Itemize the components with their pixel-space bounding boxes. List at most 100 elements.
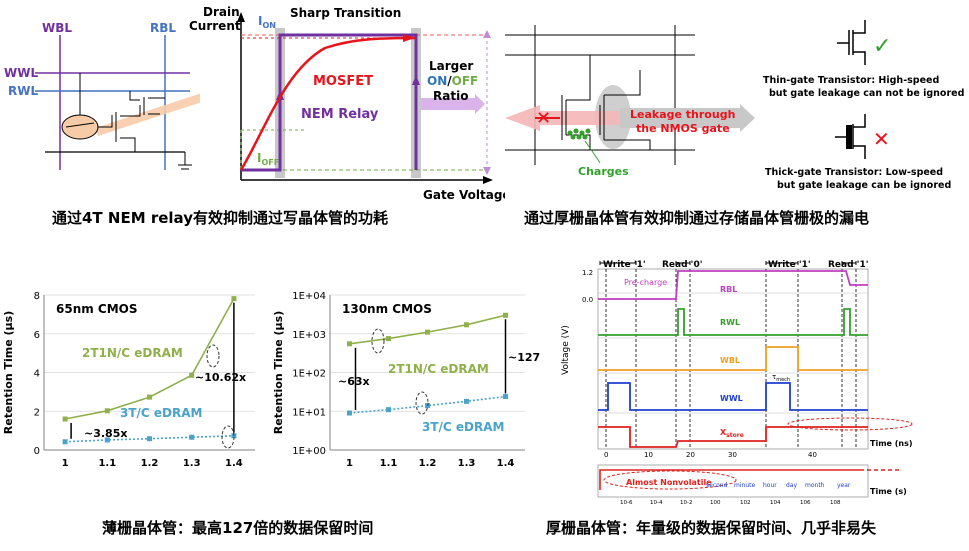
x-tick-label: 1 (346, 458, 353, 469)
rbl-trace-label: RBL (720, 285, 737, 294)
time-ns-label: Time (ns) (870, 439, 913, 448)
y-tick-label: 1E+01 (292, 407, 326, 418)
ns-tick: 20 (686, 451, 695, 459)
y-tick-label: 6 (34, 330, 40, 341)
larger-label: Larger (429, 59, 473, 73)
nonvolatile-label: Almost Nonvolatile (626, 478, 712, 487)
read-1-label: Read '1' (828, 260, 868, 270)
data-point (104, 408, 110, 414)
y-tick-label: 8 (34, 291, 40, 302)
v00-rbl: 0.0 (582, 296, 593, 304)
timing-diagram: Write '1' Read '0' Write '1' Read '1' Vo… (561, 260, 913, 505)
x-tick-label: 1.2 (419, 458, 437, 469)
rbl-label: RBL (150, 21, 176, 35)
write-1b-label: Write '1' (768, 260, 811, 270)
data-point (62, 416, 68, 422)
x-tick-label: 1.4 (225, 458, 243, 469)
caption-top-left: 通过4T NEM relay有效抑制通过写晶体管的功耗 (52, 209, 388, 227)
log-tick: 104 (770, 500, 781, 505)
wbl-label: WBL (42, 21, 72, 35)
data-point (147, 394, 152, 400)
wwl-trace-label: WWL (720, 394, 743, 403)
unit-label: second (706, 482, 728, 489)
log-tick: 102 (740, 500, 751, 505)
voltage-ylabel: Voltage (V) (561, 325, 571, 375)
log-tick: 10-2 (680, 500, 692, 505)
ratio-label: Ratio (433, 89, 468, 103)
log-tick: 10-6 (620, 500, 633, 505)
log-tick: 106 (800, 500, 811, 505)
data-point (464, 398, 469, 404)
series-label: 2T1N/C eDRAM (388, 362, 489, 376)
y-tick-label: 1E+03 (292, 330, 326, 341)
v12-rbl: 1.2 (582, 269, 593, 277)
highlight-ellipse (371, 328, 385, 354)
write-1-label: Write '1' (603, 260, 646, 270)
mosfet-label: MOSFET (313, 74, 373, 89)
leak-label-1: Leakage through (630, 108, 735, 121)
xstore-trace-label: Xstore (720, 428, 744, 439)
caption-bottom-left: 薄栅晶体管：最高127倍的数据保留时间 (102, 519, 374, 537)
ratio-annotation: ~63x (338, 375, 370, 388)
highlight-ellipse (206, 344, 220, 368)
data-point (425, 329, 430, 335)
precharge-label: Pre-charge (624, 278, 667, 287)
read-0-label: Read '0' (662, 260, 702, 270)
x-tick-label: 1.3 (183, 458, 201, 469)
charges-label: Charges (578, 165, 629, 178)
y-tick-label: 4 (34, 369, 40, 380)
iv-ylabel-2: Current (189, 19, 241, 33)
cross-icon: ✕ (873, 127, 890, 151)
check-icon: ✓ (873, 34, 891, 59)
series-line (349, 314, 506, 345)
data-point (104, 437, 110, 443)
time-s-label: Time (s) (870, 487, 907, 496)
thick-gate-line-1: Thick-gate Transistor: Low-speed (765, 167, 943, 178)
ratio-annotation: ~10.62x (195, 371, 246, 384)
thin-gate-line-1: Thin-gate Transistor: High-speed (763, 75, 939, 86)
sharp-transition-label: Sharp Transition (290, 6, 401, 20)
data-point (386, 336, 391, 342)
x-tick-label: 1.1 (98, 458, 116, 469)
ratio-annotation: ~3.85x (84, 427, 127, 440)
data-point (503, 312, 508, 318)
nem-relay-label: NEM Relay (301, 107, 379, 122)
iv-plot: Drain Current ION IOFF Sharp Transition … (189, 5, 505, 202)
unit-label: minute (734, 482, 755, 489)
thick-gate-line-2: but gate leakage can be ignored (777, 180, 951, 191)
transistor-comparison: ✓ Thin-gate Transistor: High-speed but g… (763, 20, 964, 191)
tmech-label: τmech (772, 373, 790, 383)
data-point (347, 341, 352, 347)
y-axis-label: Retention Time (µs) (2, 311, 15, 434)
rwl-trace-label: RWL (720, 318, 740, 327)
ratio-annotation: ~127x (508, 351, 540, 364)
x-tick-label: 1.4 (497, 458, 515, 469)
gate-voltage-label: Gate Voltage (423, 188, 505, 202)
series-label: 3T/C eDRAM (422, 420, 504, 434)
chart-title: 65nm CMOS (56, 302, 138, 316)
leakage-schematic: ✕ Leakage through the NMOS gate Charges (505, 25, 755, 178)
cell-4t-schematic: WBL RBL WWL RWL (4, 21, 200, 170)
x-tick-label: 1.2 (141, 458, 159, 469)
caption-bottom-right: 厚栅晶体管：年量级的数据保留时间、几乎非易失 (546, 519, 877, 537)
y-axis-label: Retention Time (µs) (272, 311, 285, 434)
leak-cross-icon: ✕ (536, 108, 551, 129)
y-tick-label: 2 (34, 407, 40, 418)
thin-gate-line-2: but gate leakage can not be ignored (769, 88, 964, 99)
unit-label: hour (763, 482, 777, 489)
data-point (503, 394, 508, 400)
rwl-label: RWL (8, 84, 38, 98)
wbl-trace-label: WBL (720, 356, 740, 365)
data-point (189, 434, 195, 440)
unit-label: year (837, 482, 851, 489)
data-point (189, 372, 195, 378)
data-point (464, 322, 469, 328)
data-point (147, 436, 152, 442)
highlight-ellipse (221, 425, 235, 449)
y-tick-label: 1E+02 (292, 369, 326, 380)
chart-title: 130nm CMOS (342, 302, 432, 316)
log-tick: 10-4 (650, 500, 663, 505)
unit-label: month (805, 482, 825, 489)
ns-tick: 0 (604, 451, 608, 459)
